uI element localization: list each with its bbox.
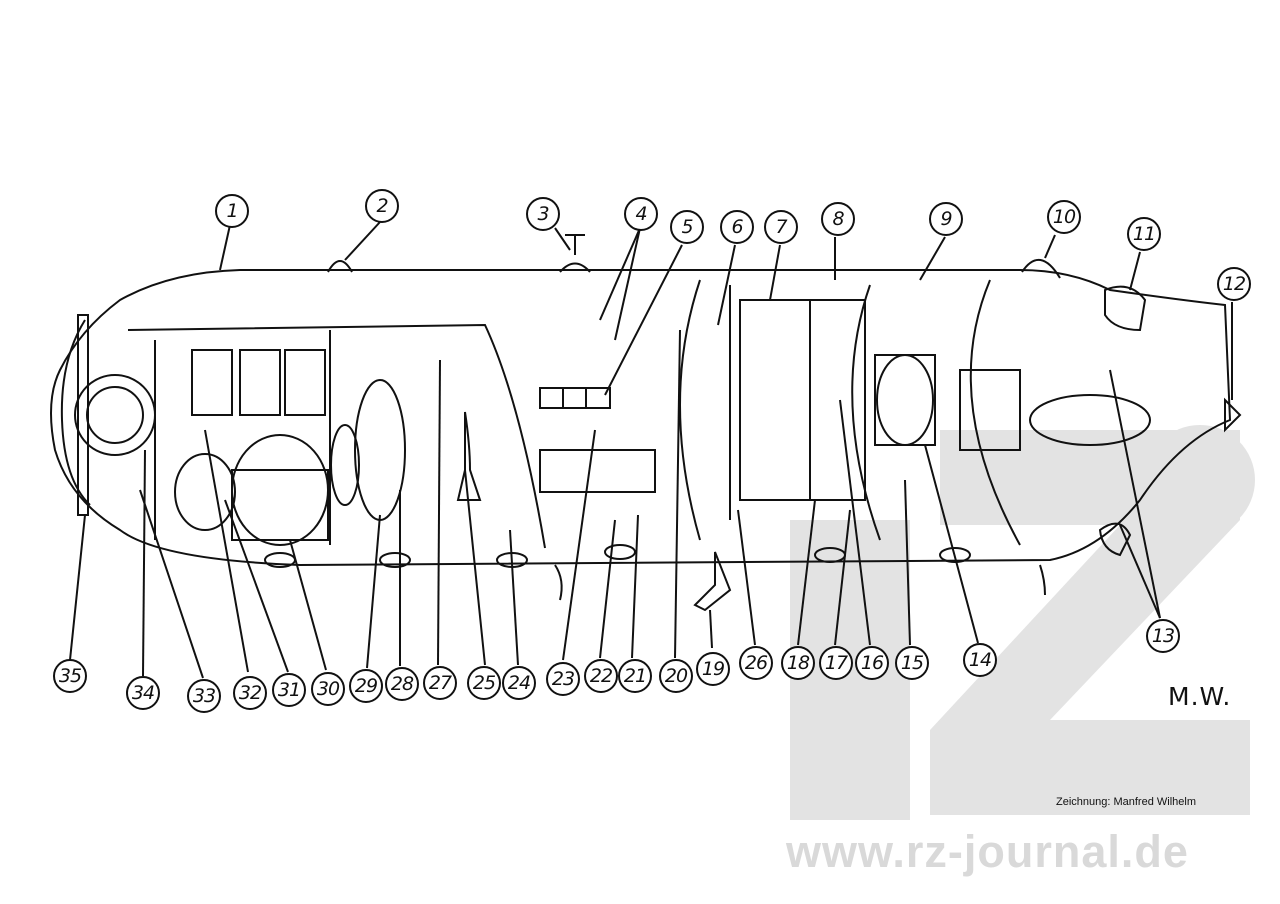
- callout-33: 33: [187, 679, 221, 713]
- callout-29: 29: [349, 669, 383, 703]
- reactor-drum: [231, 434, 329, 546]
- callout-35: 35: [53, 659, 87, 693]
- callout-16: 16: [855, 646, 889, 680]
- callout-28: 28: [385, 667, 419, 701]
- callout-18: 18: [781, 646, 815, 680]
- callout-26: 26: [739, 646, 773, 680]
- callout-13: 13: [1146, 619, 1180, 653]
- callout-25: 25: [467, 666, 501, 700]
- callout-31: 31: [272, 673, 306, 707]
- callout-7: 7: [764, 210, 798, 244]
- callout-22: 22: [584, 659, 618, 693]
- bulkhead-2: [679, 279, 701, 541]
- callout-1: 1: [215, 194, 249, 228]
- gear-wheel: [354, 379, 406, 521]
- thruster-11: [1104, 285, 1147, 332]
- callout-32: 32: [233, 676, 267, 710]
- bulkhead-1: [127, 323, 546, 549]
- callout-8: 8: [821, 202, 855, 236]
- callout-23: 23: [546, 662, 580, 696]
- nose-cap: [60, 319, 91, 506]
- antenna-3: [559, 234, 591, 273]
- callout-5: 5: [670, 210, 704, 244]
- callout-19: 19: [696, 652, 730, 686]
- callout-24: 24: [502, 666, 536, 700]
- thruster-13b: [1098, 522, 1132, 557]
- window-oval: [1029, 394, 1151, 446]
- callout-14: 14: [963, 643, 997, 677]
- inner-wall-c: [851, 284, 881, 541]
- watermark-url: www.rz-journal.de: [786, 826, 1189, 877]
- nozzle-12: [1224, 397, 1242, 433]
- callout-20: 20: [659, 659, 693, 693]
- callout-2: 2: [365, 189, 399, 223]
- artist-signature: M.W.: [1168, 682, 1232, 711]
- bulkhead-3: [969, 279, 1021, 546]
- drawing-credit: Zeichnung: Manfred Wilhelm: [1056, 796, 1197, 808]
- landing-gear-19: [693, 551, 732, 612]
- callout-21: 21: [618, 659, 652, 693]
- engine-ring: [74, 374, 156, 456]
- turbine: [876, 354, 934, 446]
- callout-3: 3: [526, 197, 560, 231]
- callout-11: 11: [1127, 217, 1161, 251]
- callout-12: 12: [1217, 267, 1251, 301]
- callout-15: 15: [895, 646, 929, 680]
- callout-27: 27: [423, 666, 457, 700]
- callout-34: 34: [126, 676, 160, 710]
- callout-9: 9: [929, 202, 963, 236]
- hull-outline: [50, 269, 1232, 567]
- dome-2: [327, 260, 353, 273]
- callout-4: 4: [624, 197, 658, 231]
- callout-17: 17: [819, 646, 853, 680]
- callout-10: 10: [1047, 200, 1081, 234]
- callout-30: 30: [311, 672, 345, 706]
- callout-6: 6: [720, 210, 754, 244]
- dome-10: [1021, 259, 1061, 279]
